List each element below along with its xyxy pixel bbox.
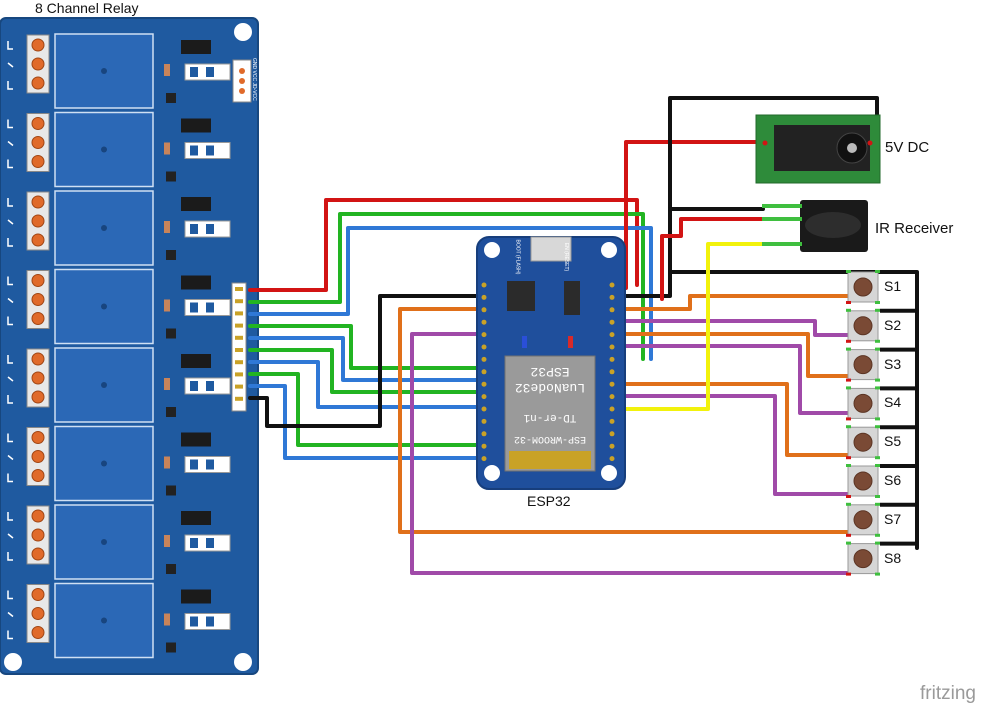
- optocoupler: [181, 40, 211, 54]
- relay-channel: [7, 347, 231, 423]
- wire-green: [248, 372, 486, 447]
- switch-label: S1: [884, 278, 902, 294]
- boot-button-label: BOOT (FLASH): [514, 239, 521, 275]
- chip-text-luanode: LuaNode32: [514, 380, 586, 395]
- relay-board-title: 8 Channel Relay: [35, 0, 139, 16]
- mount-hole: [234, 23, 252, 41]
- wires: [248, 96, 919, 575]
- svg-text:GND VCC JD-VCC: GND VCC JD-VCC: [251, 58, 257, 101]
- push-button-s7: [846, 502, 917, 537]
- mount-hole: [4, 653, 22, 671]
- module-text-2: ESP-WROOM-32: [514, 433, 587, 444]
- optocoupler: [181, 589, 211, 604]
- optocoupler: [181, 275, 211, 290]
- wire-orange: [612, 382, 850, 457]
- wire-blue: [248, 384, 486, 460]
- optocoupler: [181, 118, 211, 133]
- relay-channel: [7, 425, 231, 502]
- wire-green: [248, 324, 486, 370]
- esp32-board: [476, 236, 626, 490]
- relay-board: GND VCC JD-VCC: [0, 17, 259, 675]
- wire-blue: [248, 226, 653, 361]
- optocoupler: [181, 432, 211, 447]
- wire-green: [248, 212, 645, 361]
- wire-black: [612, 96, 879, 298]
- dc-jack-label: 5V DC: [885, 139, 930, 156]
- chip-text-esp32: ESP32: [530, 364, 570, 379]
- optocoupler: [181, 197, 211, 211]
- relay-channel: [7, 111, 231, 188]
- relay-channel: [7, 582, 231, 659]
- usb-connector: [530, 236, 572, 262]
- wire-purple: [410, 332, 850, 575]
- optocoupler: [181, 354, 211, 368]
- wire-purple: [612, 319, 850, 337]
- switch-label: S6: [884, 472, 902, 488]
- wire-red: [624, 140, 765, 290]
- switch-label: S5: [884, 433, 902, 450]
- mount-hole: [234, 653, 252, 671]
- esp32-label: ESP32: [527, 493, 571, 509]
- dc-jack: [755, 114, 881, 184]
- ir-receiver: [762, 200, 868, 252]
- relay-channel: [7, 190, 231, 266]
- push-button-s6: [846, 464, 917, 498]
- wire-green: [248, 348, 486, 394]
- relay-channel: [7, 268, 231, 345]
- wire-orange: [612, 294, 850, 311]
- push-button-s3: [846, 347, 917, 382]
- wire-red: [660, 217, 765, 301]
- optocoupler: [181, 511, 211, 525]
- push-button-s2: [846, 308, 917, 343]
- fritzing-watermark: fritzing: [920, 683, 976, 704]
- wire-orange: [612, 332, 850, 378]
- switch-label: S8: [884, 549, 902, 566]
- switch-label: S2: [884, 316, 902, 333]
- switch-label: S3: [884, 355, 902, 372]
- relay-channel: [7, 33, 231, 109]
- push-button-s5: [846, 425, 917, 460]
- module-text-1: TD-er-n1: [523, 411, 577, 423]
- push-button-s1: [846, 270, 917, 304]
- relay: [54, 33, 154, 109]
- wire-yellow: [612, 242, 765, 411]
- switch-label: S7: [884, 510, 902, 527]
- en-button-label: EN (RESET): [563, 242, 570, 272]
- wire-purple: [612, 394, 850, 496]
- wire-orange: [398, 307, 850, 534]
- push-button-s4: [846, 386, 917, 421]
- switch-label: S4: [884, 394, 902, 411]
- push-button-s8: [846, 541, 917, 576]
- ir-receiver-label: IR Receiver: [875, 220, 954, 237]
- wire-black: [248, 294, 486, 428]
- relay-channel: [7, 504, 231, 580]
